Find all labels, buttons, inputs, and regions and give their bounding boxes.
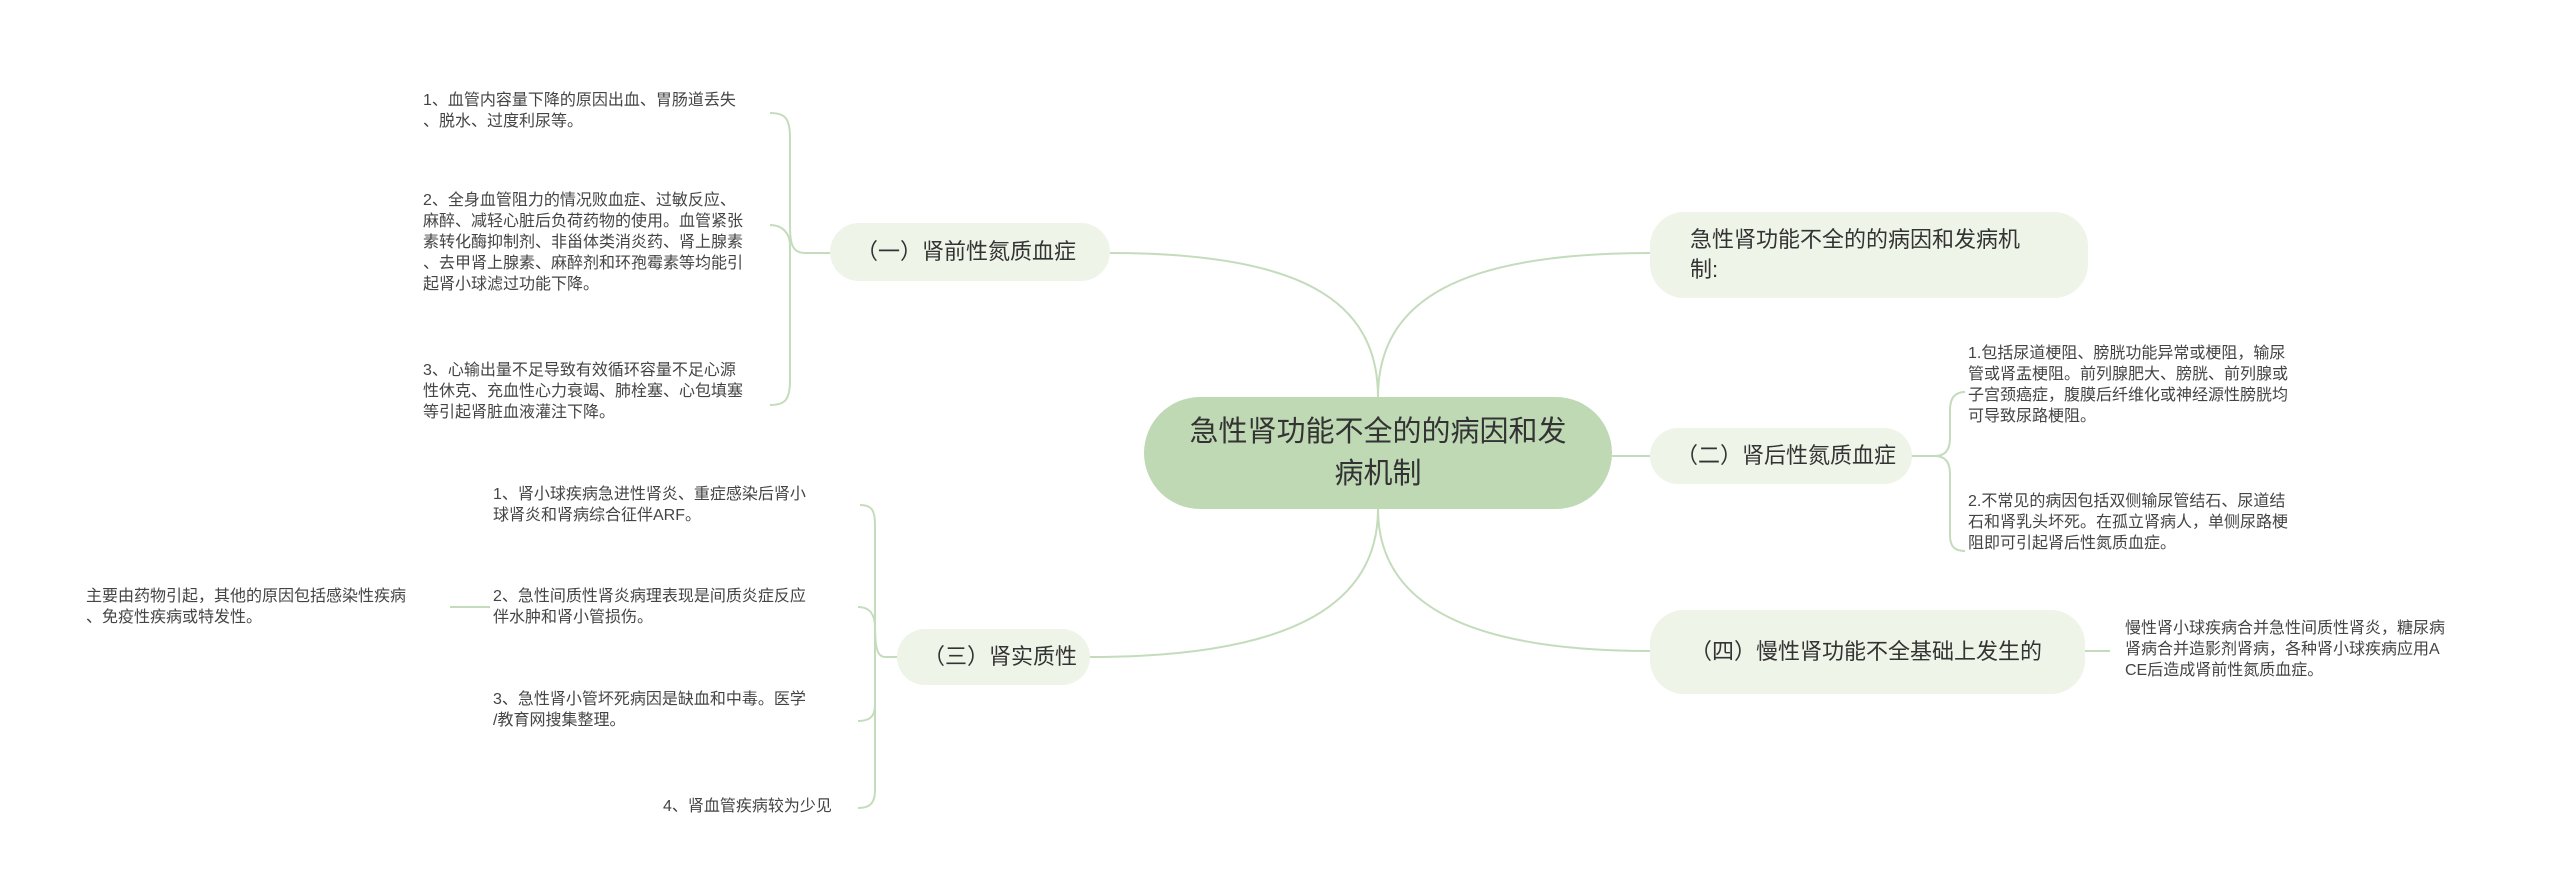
edge-renal-leaf3 — [857, 657, 876, 722]
branch-prerenal[interactable]: （一）肾前性氮质血症 — [830, 223, 1110, 281]
edge-root-intro — [1377, 252, 1651, 398]
edge-prerenal-leaf2 — [769, 224, 791, 253]
branch-intro-label: 急性肾功能不全的的病因和发病机制: — [1690, 227, 2021, 282]
root-topic[interactable]: 急性肾功能不全的的病因和发病机制 — [1144, 397, 1612, 509]
prerenal-item-3: 3、心输出量不足导致有效循环容量不足心源 性休克、充血性心力衰竭、肺栓塞、心包填… — [423, 362, 744, 421]
branch-chronic-label: （四）慢性肾功能不全基础上发生的 — [1690, 639, 2043, 664]
branch-postrenal-label: （二）肾后性氮质血症 — [1676, 443, 1897, 468]
edge-renal-bus — [859, 504, 897, 658]
branch-chronic[interactable]: （四）慢性肾功能不全基础上发生的 — [1650, 610, 2085, 694]
renal-item-2: 2、急性间质性肾炎病理表现是间质炎症反应 伴水肿和肾小管损伤。 — [493, 588, 806, 626]
branch-renal-label: （三）肾实质性 — [923, 644, 1078, 669]
prerenal-item-2: 2、全身血管阻力的情况败血症、过敏反应、 麻醉、减轻心脏后负荷药物的使用。血管紧… — [423, 192, 744, 293]
edge-root-prerenal — [1109, 252, 1379, 398]
branch-intro[interactable]: 急性肾功能不全的的病因和发病机制: — [1650, 212, 2088, 298]
renal-item-1: 1、肾小球疾病急进性肾炎、重症感染后肾小 球肾炎和肾病综合征伴ARF。 — [493, 486, 806, 524]
edge-postrenal-leaf1 — [1912, 391, 1966, 457]
edge-prerenal-leaf3 — [769, 253, 791, 406]
edge-renal-leaf4 — [857, 657, 876, 809]
edge-postrenal-leaf2 — [1934, 455, 1966, 552]
postrenal-item-2: 2.不常见的病因包括双侧输尿管结石、尿道结 石和肾乳头坏死。在孤立肾病人，单侧尿… — [1968, 493, 2289, 552]
edge-root-renal — [1089, 508, 1379, 658]
branch-renal[interactable]: （三）肾实质性 — [897, 629, 1090, 685]
branch-prerenal-label: （一）肾前性氮质血症 — [856, 239, 1077, 264]
renal-sub-note: 主要由药物引起，其他的原因包括感染性疾病 、免疫性疾病或特发性。 — [86, 588, 407, 626]
postrenal-item-1: 1.包括尿道梗阻、膀胱功能异常或梗阻，输尿 管或肾盂梗阻。前列腺肥大、膀胱、前列… — [1968, 345, 2289, 425]
renal-item-3: 3、急性肾小管坏死病因是缺血和中毒。医学 /教育网搜集整理。 — [493, 691, 806, 729]
branch-postrenal[interactable]: （二）肾后性氮质血症 — [1650, 428, 1912, 484]
chronic-item-1: 慢性肾小球疾病合并急性间质性肾炎，糖尿病 肾病合并造影剂肾病，各种肾小球疾病应用… — [2125, 620, 2446, 679]
edge-renal-leaf2 — [857, 606, 876, 657]
root-topic-label: 急性肾功能不全的的病因和发病机制 — [1189, 416, 1567, 490]
edge-prerenal-bus — [769, 112, 830, 254]
edge-root-chronic — [1377, 508, 1651, 652]
renal-item-4: 4、肾血管疾病较为少见 — [663, 798, 832, 815]
prerenal-item-1: 1、血管内容量下降的原因出血、胃肠道丢失 、脱水、过度利尿等。 — [423, 92, 736, 130]
